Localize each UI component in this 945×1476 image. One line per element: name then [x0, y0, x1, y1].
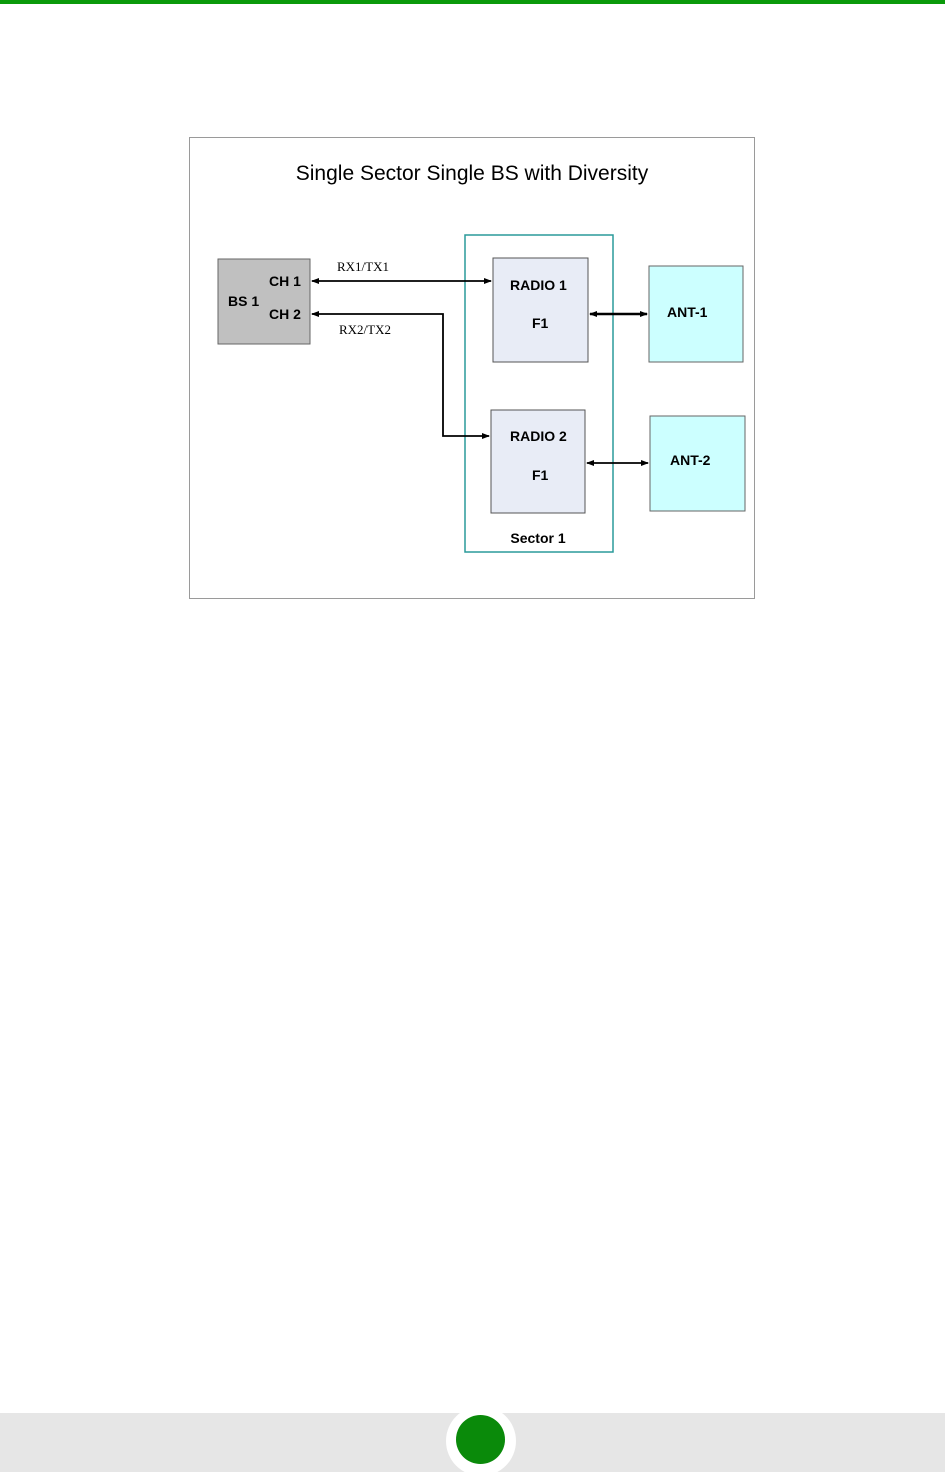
ant2-label: ANT-2 [670, 452, 711, 468]
link-rx1tx1-label: RX1/TX1 [337, 259, 389, 274]
radio2-box [491, 410, 585, 513]
page-marker-dot [456, 1415, 505, 1464]
diagram-title: Single Sector Single BS with Diversity [296, 162, 649, 185]
bs-label: BS 1 [228, 293, 259, 309]
radio1-label: RADIO 1 [510, 277, 567, 293]
bs-ch2-label: CH 2 [269, 306, 301, 322]
bs-ch1-label: CH 1 [269, 273, 301, 289]
radio1-freq: F1 [532, 315, 549, 331]
ant1-label: ANT-1 [667, 304, 708, 320]
top-rule [0, 0, 945, 4]
radio2-freq: F1 [532, 467, 549, 483]
diagram: Single Sector Single BS with Diversity B… [189, 137, 755, 599]
link-rx2tx2-label: RX2/TX2 [339, 322, 391, 337]
radio1-box [493, 258, 588, 362]
radio2-label: RADIO 2 [510, 428, 567, 444]
sector-label: Sector 1 [510, 530, 565, 546]
